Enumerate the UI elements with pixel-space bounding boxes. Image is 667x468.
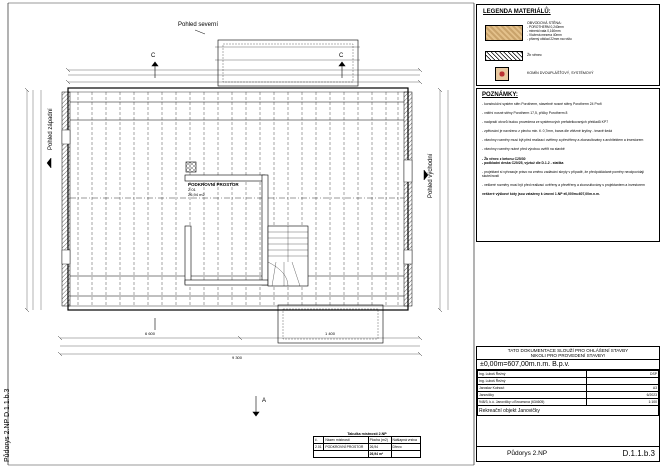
note-5: - všechny rozměry musí být před realizac… (482, 138, 644, 143)
section-mark-c-left: C (151, 53, 156, 59)
drawing-number: D.1.1.b.3 (622, 449, 655, 458)
stage: DSP (585, 370, 660, 378)
title-elevation: ±0,00m=607,00m.n.m. B.p.v. (477, 360, 659, 370)
legend-wall-label: OBVODOVÁ STĚNA: (527, 21, 562, 25)
room-label: PODKROVNÍ PROSTOR 2.01 26,94 m2 (188, 182, 239, 197)
note-2: - vnitřní nosné stěny Porotherm 17,5, př… (482, 111, 568, 116)
note-7: - Žb věnec z betonu C25/30 (482, 156, 526, 161)
title-block: TATO DOKUMENTACE SLOUŽÍ PRO OHLÁŠENÍ STA… (476, 346, 660, 462)
date: 6/2023 (585, 391, 660, 399)
view-north-label: Pohled severní (178, 22, 219, 28)
note-3: - nadpraží otvorů budou provedena ze sys… (482, 120, 609, 125)
room-table: Tabulka místností 2.NP č. Název místnost… (312, 432, 422, 458)
title-heading-line-1: TATO DOKUMENTACE SLOUŽÍ PRO OHLÁŠENÍ STA… (507, 348, 629, 353)
legend-wall-line-2: - minerál vata 0,160mm (527, 29, 561, 33)
beam-swatch (485, 51, 523, 61)
note-4: - zpětování je navrženo z plechu min. tl… (482, 129, 613, 134)
view-east-label: Pohled východní (428, 153, 434, 198)
legend-wall-line-1: - POROTHERM 0,240mm (527, 25, 564, 29)
investor: Jaroslav Kutnout (477, 384, 587, 392)
project-name: Rekreační objekt Janovičky (477, 405, 659, 416)
legend-panel: LEGENDA MATERIÁLŮ: OBVODOVÁ STĚNA: - POR… (476, 4, 660, 86)
note-11: veškeré výškové kóty jsou vztaženy k úro… (482, 192, 600, 197)
dimension-bottom-2: 9 300 (232, 355, 243, 360)
chimney-swatch (495, 67, 509, 81)
table-row: 2.01 PODKROVNÍ PROSTOR 26,94 Dřevo (312, 443, 422, 451)
room-table-header-no: č. (312, 436, 325, 444)
designer: Ing. Luboš Řežný (477, 370, 587, 378)
wall-swatch (485, 25, 523, 41)
notes-title: POZNÁMKY: (482, 92, 518, 98)
legend-chimney-label: KOMÍN DVOUPLÁŠŤOVÝ, SYSTÉMOVÝ (527, 71, 594, 75)
note-1: - konstrukční systém stěn Porotherm, sta… (482, 102, 602, 106)
note-8: - podkladní deska C20/25, výztuž dle D.1… (482, 160, 564, 165)
checked-by: Ing. Luboš Řežný (477, 377, 587, 385)
note-10: - veškeré rozměry musí být před realizac… (482, 182, 645, 187)
room-row-no: 2.01 (312, 443, 325, 451)
title-bottom: Půdorys 2.NP D.1.1.b.3 (477, 446, 659, 461)
view-west-label: Pohled západní (48, 108, 54, 150)
room-row-name: PODKROVNÍ PROSTOR (323, 443, 369, 451)
room-row-area: 26,94 (367, 443, 392, 451)
legend-beam-label: Žb věnec (527, 53, 542, 57)
notes-panel: POZNÁMKY: - konstrukční systém stěn Poro… (476, 88, 660, 242)
dimension-bottom-1: 6 600 (145, 331, 156, 336)
section-mark-a-bottom: A (262, 398, 267, 404)
side-title: Půdorys 2.NP D.1.1.b.3 (4, 388, 11, 462)
legend-item-chimney: KOMÍN DVOUPLÁŠŤOVÝ, SYSTÉMOVÝ (485, 67, 655, 81)
room-table-header-area: Plocha (m2) (367, 436, 392, 444)
room-number: 2.01 (188, 187, 196, 192)
legend-item-wall: OBVODOVÁ STĚNA: - POROTHERM 0,240mm - mi… (485, 21, 655, 47)
title-heading-line-2: NIKOLI PRO PROVEDENÍ STAVBY! (530, 353, 606, 358)
format: A3 (585, 384, 660, 392)
room-table-grid: č. Název místnosti Plocha (m2) Nášlapná … (312, 436, 422, 458)
note-6: - všechny rozměry nutné před výrobou ově… (482, 147, 565, 152)
room-table-total: 26,94 m² (367, 450, 392, 458)
drawing-name: Půdorys 2.NP (507, 450, 548, 457)
room-table-title: Tabulka místností 2.NP (347, 432, 387, 436)
room-area: 26,94 m2 (188, 192, 205, 197)
scale: 1:100 (585, 398, 660, 406)
legend-wall-line-3: - Vložená mezera 40mm (527, 33, 562, 37)
title-heading: TATO DOKUMENTACE SLOUŽÍ PRO OHLÁŠENÍ STA… (477, 347, 659, 360)
location-2: 948/3, k.ú. Janovičky u Broumova (634605… (477, 398, 587, 406)
room-row-floor: Dřevo (390, 443, 422, 451)
legend-item-beam: Žb věnec (485, 51, 655, 63)
legend-wall-line-4: - přizený obklad 22mm na roštu (527, 37, 572, 41)
room-table-header-floor: Nášlapná vrstva (390, 436, 422, 444)
room-name: PODKROVNÍ PROSTOR (188, 182, 239, 187)
room-table-header-name: Název místnosti (323, 436, 369, 444)
location-1: Janovičky (477, 391, 587, 399)
section-mark-c-right: C (339, 53, 344, 59)
legend-title: LEGENDA MATERIÁLŮ: (483, 9, 551, 15)
dimension-bottom-3: 1 400 (325, 331, 336, 336)
note-9: - projektant si vyhrazuje právo na změnu… (482, 169, 645, 178)
